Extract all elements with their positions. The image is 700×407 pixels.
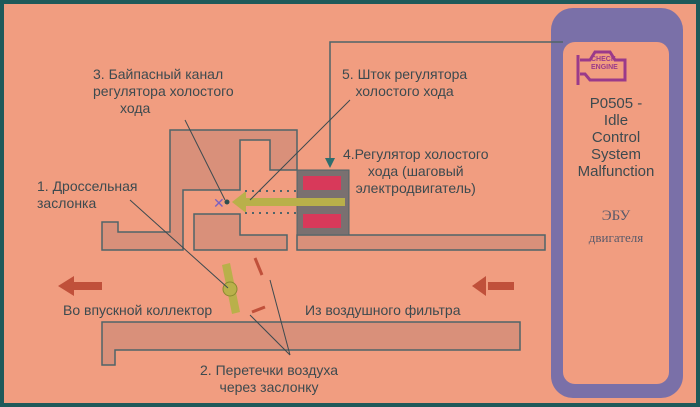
- leak-arrow-bottom-icon: [251, 305, 266, 314]
- leak-arrow-top-icon: [253, 257, 264, 276]
- throttle-axis: [222, 281, 238, 297]
- label-line: регулятора холостого: [93, 83, 234, 99]
- check-engine-icon: [576, 50, 627, 85]
- label-line: 4.Регулятор холостого: [343, 146, 489, 162]
- ecu-inner: [563, 42, 669, 384]
- rod-valve-tip: [232, 191, 246, 213]
- idle-rod-label: 5. Шток регулятора холостого хода: [342, 66, 467, 100]
- from-filter-label: Из воздушного фильтра: [305, 302, 461, 318]
- regulator-coil-bottom: [303, 214, 341, 228]
- label-line: 5. Шток регулятора: [342, 66, 468, 82]
- air-leaks-label: 2. Перетечки воздуха через заслонку: [200, 362, 338, 396]
- valve-point: [224, 199, 230, 205]
- closed-mark-icon: ✕: [213, 195, 225, 211]
- label-line: 3. Байпасный канал: [93, 66, 224, 82]
- flow-arrow-right-icon: [472, 276, 514, 296]
- ecu-name-line: ЭБУ: [601, 208, 631, 224]
- engine-text: ENGINE: [591, 64, 618, 71]
- idle-rod: [240, 198, 345, 206]
- bypass-channel-label: 3. Байпасный канал регулятора холостого …: [93, 66, 234, 117]
- ecu-error-code: P0505 - Idle Control System Malfunction: [563, 95, 669, 180]
- idle-regulator-label: 4.Регулятор холостого хода (шаговый элек…: [343, 146, 489, 197]
- code-line: Malfunction: [577, 163, 655, 180]
- to-intake-label: Во впускной коллектор: [63, 302, 213, 318]
- ecu-name: ЭБУ двигателя: [563, 205, 669, 249]
- label-line: хода (шаговый: [367, 163, 464, 179]
- label-line: 2. Перетечки воздуха: [200, 362, 339, 378]
- label-line: хода: [120, 100, 151, 116]
- upper-pipe-wall: [101, 129, 546, 251]
- lower-pipe-wall: [101, 321, 521, 366]
- code-line: P0505 -: [589, 95, 643, 112]
- ecu-name-line: двигателя: [588, 230, 644, 245]
- code-line: Idle: [603, 112, 629, 129]
- wire-arrow-icon: [325, 158, 335, 168]
- label-line: через заслонку: [219, 379, 319, 395]
- code-line: Control: [591, 129, 641, 146]
- label-line: холостого хода: [355, 83, 454, 99]
- regulator-coil-top: [303, 176, 341, 190]
- code-line: System: [590, 146, 641, 163]
- check-text: CHECK: [591, 56, 616, 63]
- label-line: 1. Дроссельная: [37, 178, 138, 194]
- label-line: заслонка: [37, 195, 97, 211]
- leader-lines: [129, 99, 351, 356]
- throttle-label: 1. Дроссельная заслонка: [37, 178, 138, 212]
- label-line: электродвигатель): [355, 180, 476, 196]
- check-engine-text: CHECK ENGINE: [591, 56, 618, 72]
- flow-arrow-left-icon: [58, 276, 102, 296]
